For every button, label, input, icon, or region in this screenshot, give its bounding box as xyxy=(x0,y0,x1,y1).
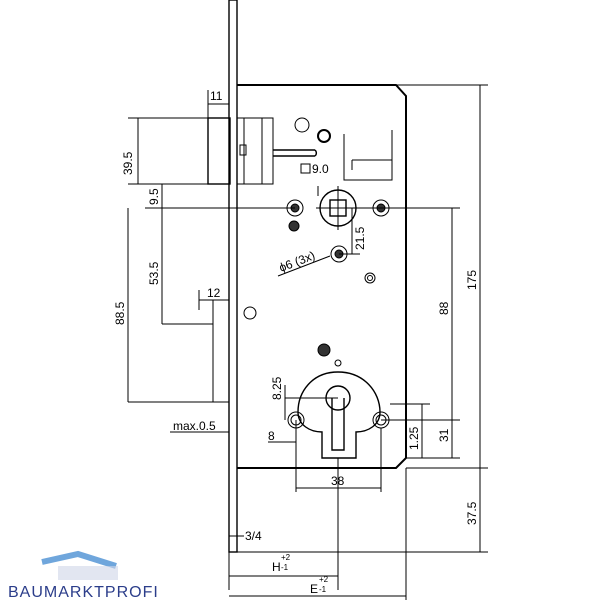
dim-H-tol-lower: -1 xyxy=(281,563,289,572)
dim-9-0: 9.0 xyxy=(312,162,329,176)
dimension-lines xyxy=(127,84,488,600)
follower-hub xyxy=(316,186,362,230)
dim-3-4: 3/4 xyxy=(245,529,262,543)
dim-38: 38 xyxy=(331,474,345,488)
dimension-labels: 11 39.5 9.5 53.5 88.5 12 max.0.5 8 8.25 … xyxy=(113,89,479,596)
dim-H-tol-upper: +2 xyxy=(281,553,291,562)
dim-max-0-5: max.0.5 xyxy=(173,419,216,433)
dim-9-5: 9.5 xyxy=(147,188,161,205)
lock-case-body xyxy=(237,84,407,469)
dim-21-5: 21.5 xyxy=(353,226,367,250)
house-roof-icon xyxy=(41,550,118,580)
dim-39-5: 39.5 xyxy=(121,151,135,175)
dim-E-tol-upper: +2 xyxy=(319,575,329,584)
dim-E: E xyxy=(310,582,318,596)
dim-8: 8 xyxy=(268,429,275,443)
faceplate xyxy=(228,0,238,553)
dim-H: H xyxy=(272,560,281,574)
dim-8-25: 8.25 xyxy=(270,376,284,400)
dim-12: 12 xyxy=(207,286,221,300)
dim-1-25: 1.25 xyxy=(407,426,421,450)
dim-53-5: 53.5 xyxy=(147,261,161,285)
dim-11: 11 xyxy=(210,89,223,103)
dim-88-5: 88.5 xyxy=(113,301,127,325)
cylinder-cutout xyxy=(287,359,390,459)
latch-bolt xyxy=(207,117,393,185)
dim-phi6: ϕ6 (3x) xyxy=(277,248,317,274)
dim-37-5: 37.5 xyxy=(465,501,479,525)
dim-E-tol-lower: -1 xyxy=(319,585,327,594)
screw-holes xyxy=(243,117,376,357)
bolt-projection xyxy=(212,299,230,403)
brand-logo: BAUMARKTPROFI xyxy=(8,548,178,601)
dim-31: 31 xyxy=(437,428,451,442)
dim-88: 88 xyxy=(437,301,451,315)
brand-name: BAUMARKTPROFI xyxy=(8,584,159,601)
dim-175: 175 xyxy=(465,270,479,290)
